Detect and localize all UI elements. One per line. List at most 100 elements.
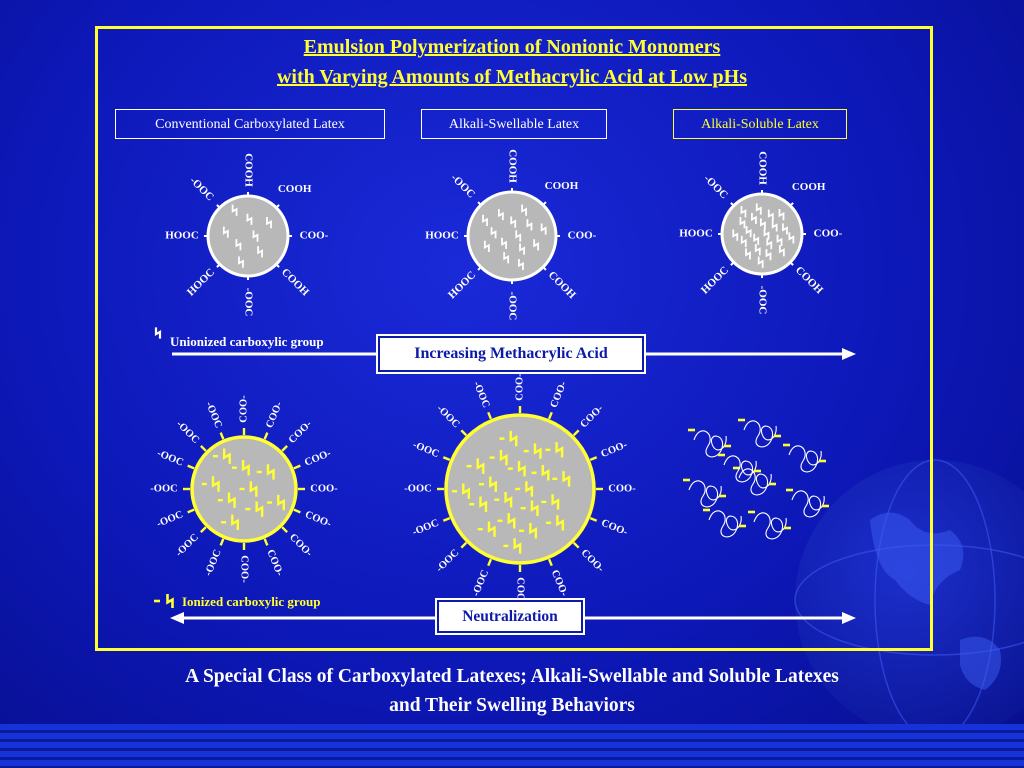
surface-group-label: HOOC [679, 228, 713, 240]
surface-group-label: HOOC [699, 264, 731, 296]
ionized-surface-label: COO- [287, 532, 315, 560]
surface-group-label: HOOC [425, 230, 459, 242]
unionized-group-symbol [266, 217, 272, 229]
surface-bond [200, 526, 207, 533]
ionized-group-symbol [541, 465, 550, 481]
surface-group-label: -OOC [756, 286, 768, 315]
surface-bond [219, 538, 225, 546]
ionized-surface-label: COO- [608, 483, 636, 494]
surface-bond [487, 558, 493, 567]
surface-bond [187, 508, 195, 514]
surface-bond [442, 456, 451, 462]
polymer-coil [738, 468, 772, 496]
surface-bond [442, 516, 451, 522]
surface-bond [281, 445, 288, 452]
ionized-group-symbol [249, 481, 258, 497]
surface-bond [589, 456, 598, 462]
unionized-group-symbol [246, 213, 253, 225]
surface-bond [281, 526, 288, 533]
surface-bond [730, 261, 735, 266]
polymer-coil [753, 512, 787, 540]
unionized-group-symbol [740, 206, 747, 218]
ionized-surface-label: COO- [264, 400, 285, 430]
unionized-group-symbol [759, 218, 766, 230]
surface-bond [789, 202, 794, 207]
polymer-coil [743, 420, 777, 448]
unionized-group-symbol [732, 229, 739, 241]
surface-bond [477, 266, 482, 271]
ionized-group-symbol [277, 494, 285, 511]
ionized-surface-label: -OOC [434, 403, 461, 430]
ionized-surface-label: COO- [515, 577, 526, 605]
particle-unionized-1 [204, 192, 292, 280]
ionized-group-symbol [562, 471, 571, 487]
unionized-group-symbol [740, 235, 747, 248]
unionized-group-symbol [501, 237, 507, 249]
ionized-group-symbol [241, 460, 250, 476]
ionized-surface-label: COO- [549, 568, 570, 598]
particle-ionized-1 [183, 428, 305, 550]
ionized-surface-label: COO- [264, 548, 285, 578]
increasing-arrow-head [842, 348, 856, 360]
surface-group-label: COO- [814, 228, 843, 240]
legend-ionized-symbol [166, 594, 174, 608]
surface-bond [572, 429, 580, 437]
ionized-group-symbol [476, 458, 485, 474]
unionized-group-symbol [518, 258, 524, 271]
unionized-group-symbol [771, 220, 778, 232]
ionized-surface-label: -OOC [155, 448, 185, 469]
ionized-group-symbol [509, 430, 518, 447]
ionized-surface-label: COO- [239, 555, 250, 583]
unionized-group-symbol [503, 252, 510, 264]
ionized-group-symbol [231, 514, 240, 530]
surface-bond [275, 204, 280, 209]
unionized-group-symbol [782, 223, 788, 235]
ionized-group-symbol [504, 491, 513, 508]
unionized-group-symbol [526, 219, 533, 231]
unionized-group-symbol [540, 223, 547, 235]
footer-stripe [0, 724, 1024, 768]
unionized-group-symbol [788, 232, 795, 244]
surface-bond [200, 445, 207, 452]
ionized-group-symbol [517, 460, 526, 477]
ionized-surface-label: COO- [514, 373, 525, 401]
ionized-group-symbol [487, 521, 496, 537]
surface-group-label: COOH [506, 149, 518, 183]
unionized-group-symbol [497, 208, 504, 221]
neutralization-arrow-head-left [170, 612, 184, 624]
unionized-group-symbol [238, 256, 244, 268]
surface-bond [547, 558, 553, 567]
surface-bond [293, 508, 301, 514]
ionized-surface-label: COO- [578, 403, 606, 431]
unionized-group-symbol [753, 233, 760, 245]
polymer-coil [788, 445, 822, 473]
unionized-group-symbol [778, 245, 785, 257]
unionized-group-symbol [767, 209, 774, 221]
label-conventional-latex: Conventional Carboxylated Latex [115, 109, 385, 139]
ionized-surface-label: COO- [579, 547, 607, 575]
surface-bond [542, 266, 547, 271]
unionized-group-symbol [757, 256, 764, 268]
ionized-surface-label: -OOC [434, 547, 461, 574]
unionized-group-symbol [776, 234, 783, 246]
unionized-group-symbol [745, 226, 752, 238]
unionized-group-symbol [766, 237, 773, 250]
ionized-surface-label: COO- [303, 509, 333, 530]
caption-line-1: A Special Class of Carboxylated Latexes;… [185, 666, 839, 687]
label-alkali-soluble-latex: Alkali-Soluble Latex [673, 109, 847, 139]
ionized-surface-label: COO- [303, 448, 333, 469]
surface-bond [542, 201, 547, 206]
unionized-group-symbol [482, 214, 488, 226]
ionized-group-symbol [489, 476, 497, 492]
surface-group-label: -OOC [242, 288, 254, 317]
surface-group-label: HOOC [185, 266, 217, 298]
surface-group-label: HOOC [446, 269, 478, 301]
unionized-group-symbol [751, 212, 757, 225]
ionized-group-symbol [530, 500, 539, 516]
unionized-group-symbol [533, 239, 540, 251]
ionized-group-symbol [222, 448, 231, 464]
ionized-group-symbol [227, 492, 236, 508]
polymer-coil [688, 480, 722, 508]
